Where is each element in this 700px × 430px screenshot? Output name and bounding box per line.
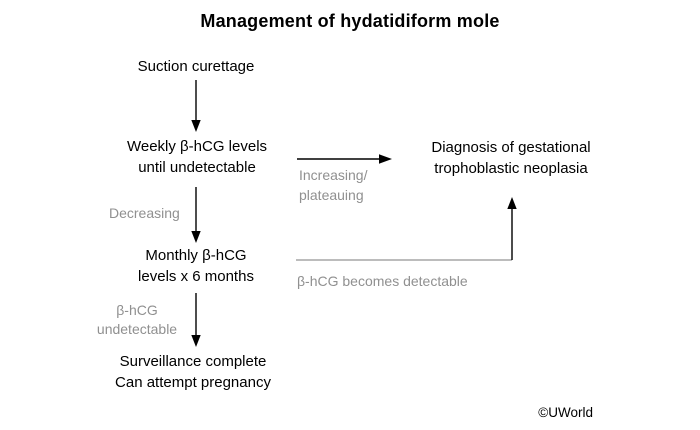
uworld-credit: ©UWorld	[538, 405, 593, 420]
edge-label-decreasing: Decreasing	[109, 205, 180, 221]
node-diagnosis-gtn: Diagnosis of gestational trophoblastic n…	[431, 139, 591, 177]
node-surveillance-complete: Surveillance complete Can attempt pregna…	[115, 353, 271, 391]
edge-label-bhcg-becomes-detectable: β-hCG becomes detectable	[297, 273, 468, 289]
arrow-suction-to-weekly	[191, 80, 201, 132]
edge-label-bhcg-undetectable: β-hCG undetectable	[96, 302, 178, 337]
node-suction-curettage: Suction curettage	[137, 58, 255, 75]
arrow-monthly-to-surveillance	[191, 293, 201, 347]
arrow-weekly-to-diagnosis	[297, 154, 392, 164]
arrow-monthly-to-diagnosis	[296, 197, 517, 261]
node-weekly-bhcg-levels: Weekly β-hCG levels until undetectable	[126, 138, 268, 176]
node-monthly-bhcg-levels: Monthly β-hCG levels x 6 months	[138, 247, 254, 285]
page-title: Management of hydatidiform mole	[200, 11, 500, 31]
edge-label-increasing-plateauing: Increasing/ plateauing	[299, 167, 368, 203]
arrow-weekly-to-monthly	[191, 187, 201, 243]
